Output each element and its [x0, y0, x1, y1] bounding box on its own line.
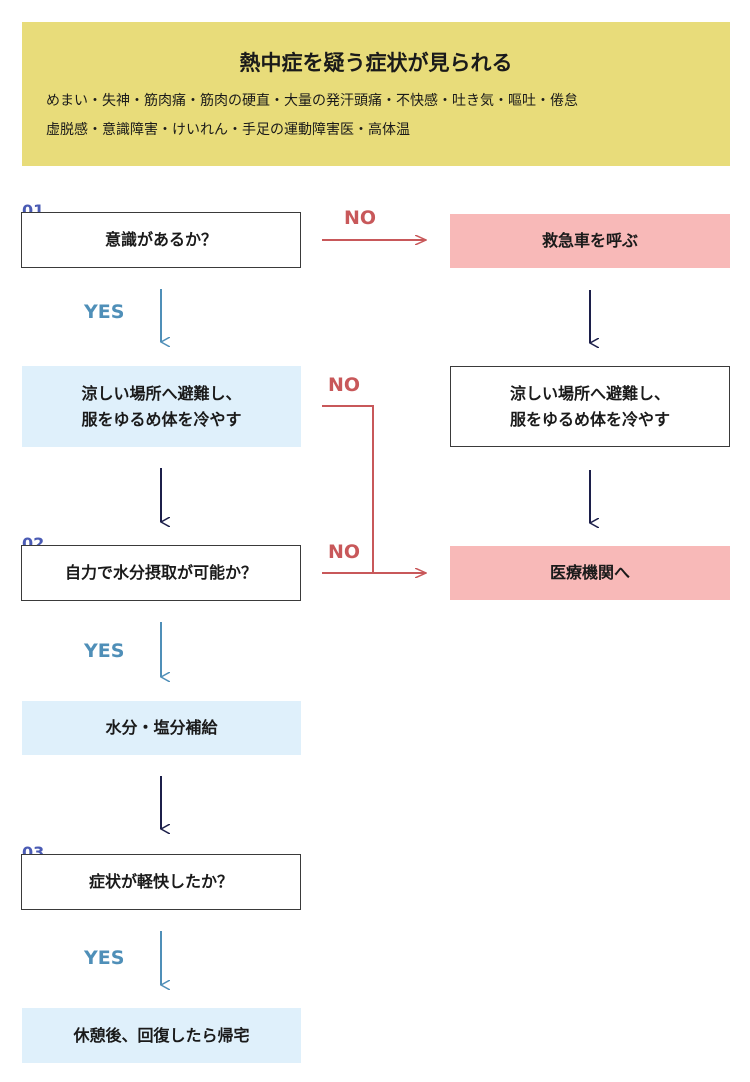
step-1-question: 意識があるか？ [104, 230, 217, 249]
yes-label-2: YES [84, 640, 125, 662]
symptoms-line-2: 虚脱感・意識障害・けいれん・手足の運動障害医・高体温 [46, 122, 410, 138]
step-3-question: 症状が軽快したか？ [88, 872, 233, 891]
rest-box: 休憩後、回復したら帰宅 [22, 1008, 301, 1063]
cool-down-box: 涼しい場所へ避難し、 服をゆるめ体を冷やす [22, 366, 301, 447]
header-title: 熱中症を疑う症状が見られる [239, 51, 513, 75]
step-2-question-box: 自力で水分摂取が可能か？ [21, 545, 301, 601]
symptoms-header: 熱中症を疑う症状が見られる めまい・失神・筋肉痛・筋肉の硬直・大量の発汗頭痛・不… [22, 22, 730, 166]
step-2-question: 自力で水分摂取が可能か？ [64, 563, 257, 582]
hydrate-label: 水分・塩分補給 [105, 718, 218, 737]
cool-down-line-2: 服をゆるめ体を冷やす [81, 409, 242, 429]
cool-down-box-right: 涼しい場所へ避難し、 服をゆるめ体を冷やす [450, 366, 730, 447]
no-label-2: NO [328, 374, 361, 396]
hospital-box: 医療機関へ [450, 546, 730, 600]
cool-down-right-line-2: 服をゆるめ体を冷やす [509, 409, 670, 429]
hospital-label: 医療機関へ [549, 563, 630, 582]
no-label-1: NO [344, 207, 377, 229]
no-label-3: NO [328, 541, 361, 563]
ambulance-label: 救急車を呼ぶ [541, 231, 638, 250]
cool-down-line-1: 涼しい場所へ避難し、 [81, 383, 242, 403]
rest-label: 休憩後、回復したら帰宅 [73, 1025, 250, 1045]
hydrate-box: 水分・塩分補給 [22, 701, 301, 755]
symptoms-line-1: めまい・失神・筋肉痛・筋肉の硬直・大量の発汗頭痛・不快感・吐き気・嘔吐・倦怠 [46, 93, 578, 109]
ambulance-box: 救急車を呼ぶ [450, 214, 730, 268]
no-connector-2 [322, 405, 374, 573]
step-3-question-box: 症状が軽快したか？ [21, 854, 301, 910]
cool-down-right-line-1: 涼しい場所へ避難し、 [509, 383, 670, 403]
step-1-question-box: 意識があるか？ [21, 212, 301, 268]
yes-label-3: YES [84, 947, 125, 969]
yes-label-1: YES [84, 301, 125, 323]
